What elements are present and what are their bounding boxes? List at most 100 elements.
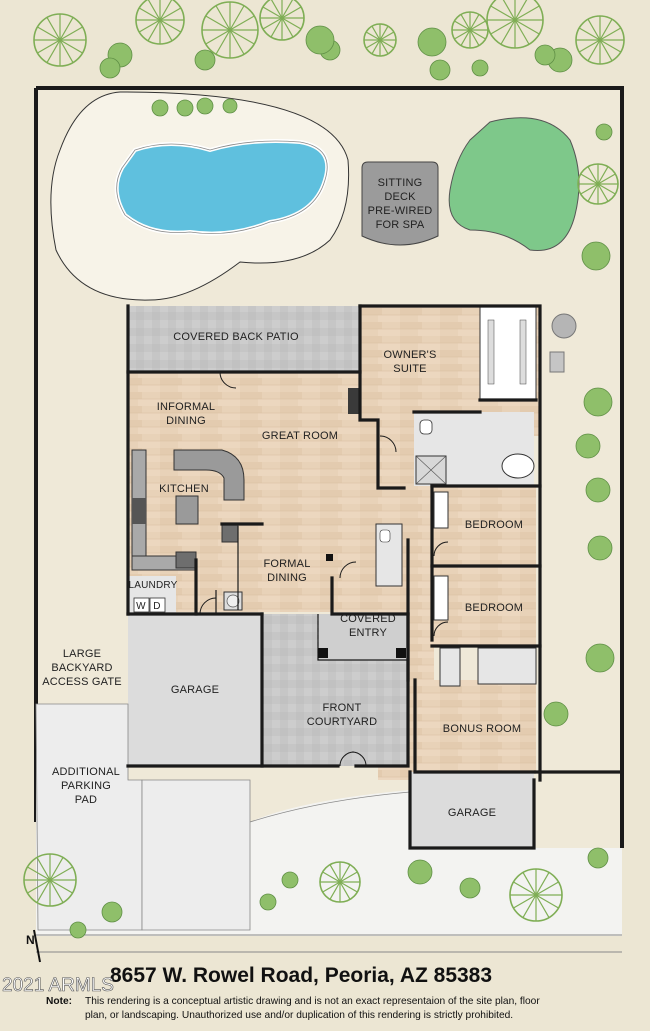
tree-branch [578, 39, 601, 53]
tree-branch [36, 857, 51, 881]
tree-branch [339, 881, 358, 893]
covered-back-patio-label: COVERED BACK PATIO [173, 331, 299, 343]
tree-branch [587, 18, 601, 41]
bonus-room-label: BONUS ROOM [443, 723, 521, 735]
fireplace [348, 388, 360, 414]
informal-dining-line-2: DINING [166, 415, 206, 427]
tree-branch [270, 0, 283, 19]
tree-branch [147, 0, 161, 21]
tree-branch [36, 879, 51, 903]
tree-icon [459, 877, 481, 899]
tree-branch [599, 39, 613, 62]
note-line-1: This rendering is a conceptual artistic … [85, 996, 540, 1007]
great-room-label: GREAT ROOM [262, 430, 338, 442]
tree-branch [262, 6, 283, 19]
tree-branch [490, 19, 516, 35]
tree-branch [281, 6, 302, 19]
formal-dining-line-2: DINING [267, 572, 307, 584]
parking-pad-line-2: PARKING [61, 780, 111, 792]
tree-icon [151, 99, 169, 117]
tree-branch [49, 879, 73, 894]
property-line [34, 86, 624, 848]
tree-branch [229, 5, 245, 31]
tree-branch [535, 894, 559, 909]
tree-icon [429, 59, 451, 81]
tree-branch [46, 17, 61, 41]
garage-side-label: GARAGE [448, 807, 496, 819]
tree-branch [365, 39, 381, 49]
tree-branch [27, 879, 51, 894]
owners-suite-line-2: SUITE [393, 363, 426, 375]
tree-icon [583, 387, 613, 417]
tree-branch [599, 39, 622, 53]
tree-icon [417, 27, 447, 57]
tree-branch [205, 29, 231, 45]
cooktop [132, 498, 146, 524]
bedroom-2-label: BEDROOM [465, 602, 523, 614]
tree-branch [522, 872, 537, 896]
tree-branch [281, 0, 294, 19]
tree-icon [222, 98, 238, 114]
tree-branch [379, 39, 389, 55]
tree-branch [159, 19, 173, 42]
tree-branch [365, 31, 381, 41]
owners-suite-line-1: OWNER'S [383, 349, 436, 361]
main-living-floor [128, 372, 378, 612]
tree-branch [599, 18, 613, 41]
tree-icon [471, 59, 489, 77]
tree-branch [514, 19, 540, 35]
tree-branch [500, 19, 516, 45]
kitchen-counter [173, 449, 245, 501]
hall-bath [477, 647, 537, 685]
landscaping [23, 0, 625, 939]
tree-icon [305, 25, 335, 55]
tree-icon [585, 643, 615, 673]
tree-branch [469, 14, 480, 31]
tree-branch [469, 29, 486, 40]
tree-branch [229, 29, 255, 45]
tree-icon [407, 859, 433, 885]
large-gate-line-1: LARGE [63, 648, 101, 660]
bedroom-1-floor [432, 486, 536, 566]
compass-label: N [26, 933, 35, 947]
tree-branch [59, 26, 83, 41]
tree-branch [502, 0, 516, 21]
tree-branch [229, 29, 245, 55]
tree-branch [379, 25, 389, 41]
sitting-deck-line-1: SITTING [378, 177, 423, 189]
tree-branch [454, 20, 471, 31]
parking-pad-line-3: PAD [75, 794, 97, 806]
garage-main-label: GARAGE [171, 684, 219, 696]
garage-side-floor [410, 772, 534, 848]
tree-branch [490, 5, 516, 21]
tree-branch [522, 894, 537, 918]
parking-pad-line-1: ADDITIONAL [52, 766, 120, 778]
tree-branch [587, 39, 601, 62]
tree-icon [101, 901, 123, 923]
ac-unit [551, 313, 577, 339]
covered-entry-line-2: ENTRY [349, 627, 388, 639]
note-line-2: plan, or landscaping. Unauthorized use a… [85, 1010, 513, 1021]
toilet [419, 419, 433, 435]
tree-branch [138, 7, 161, 21]
tree-icon [281, 871, 299, 889]
driveway [36, 704, 622, 936]
tree-branch [469, 20, 486, 31]
tree-branch [270, 17, 283, 38]
large-gate-line-3: ACCESS GATE [42, 676, 122, 688]
tree-branch [138, 19, 161, 33]
address: 8657 W. Rowel Road, Peoria, AZ 85383 [110, 964, 492, 987]
column [326, 554, 333, 561]
kitchen-island [175, 495, 199, 525]
sitting-deck-line-3: PRE-WIRED [368, 205, 433, 217]
note-label: Note: [46, 996, 72, 1007]
tree-branch [597, 183, 616, 195]
tree-branch [597, 183, 609, 202]
lawn [448, 117, 580, 252]
pool-equipment [549, 351, 565, 373]
north-arrow: N [26, 929, 41, 963]
tree-icon [194, 49, 216, 71]
tree-branch [147, 19, 161, 42]
tree-branch [59, 39, 83, 54]
tree-branch [514, 0, 528, 21]
